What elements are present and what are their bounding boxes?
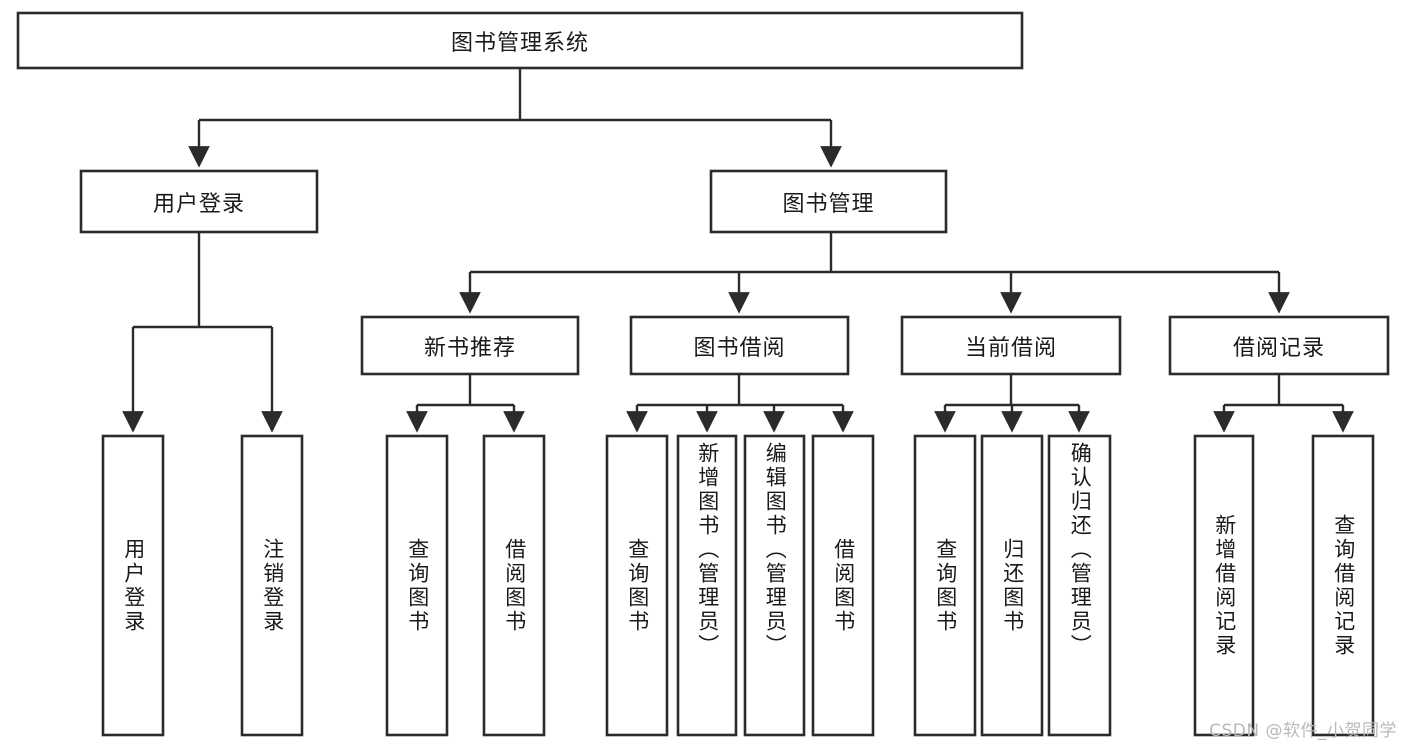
node-user-login[interactable] bbox=[79, 169, 319, 234]
leaf-borrow-record-1[interactable] bbox=[1311, 434, 1375, 737]
leaf-new-book-1[interactable] bbox=[482, 434, 546, 737]
leaf-user-login-0[interactable] bbox=[101, 434, 165, 737]
leaf-book-borrow-2[interactable] bbox=[743, 434, 806, 737]
watermark-text: CSDN @软件_小贺同学 bbox=[1209, 721, 1397, 741]
node-new-book-recommend[interactable] bbox=[360, 315, 580, 376]
leaf-new-book-0[interactable] bbox=[385, 434, 449, 737]
node-root-book-management-system[interactable] bbox=[16, 11, 1024, 70]
leaf-current-borrow-0[interactable] bbox=[913, 434, 977, 737]
node-borrow-record[interactable] bbox=[1168, 315, 1390, 376]
leaf-current-borrow-1[interactable] bbox=[980, 434, 1044, 737]
leaf-book-borrow-0[interactable] bbox=[605, 434, 669, 737]
node-current-borrow[interactable] bbox=[900, 315, 1122, 376]
leaf-borrow-record-0[interactable] bbox=[1193, 434, 1255, 737]
leaf-user-login-1[interactable] bbox=[240, 434, 304, 737]
node-book-borrow[interactable] bbox=[629, 315, 850, 376]
leaf-book-borrow-3[interactable] bbox=[811, 434, 875, 737]
node-book-management[interactable] bbox=[709, 169, 948, 234]
leaf-current-borrow-2[interactable] bbox=[1047, 434, 1112, 737]
leaf-book-borrow-1[interactable] bbox=[676, 434, 738, 737]
